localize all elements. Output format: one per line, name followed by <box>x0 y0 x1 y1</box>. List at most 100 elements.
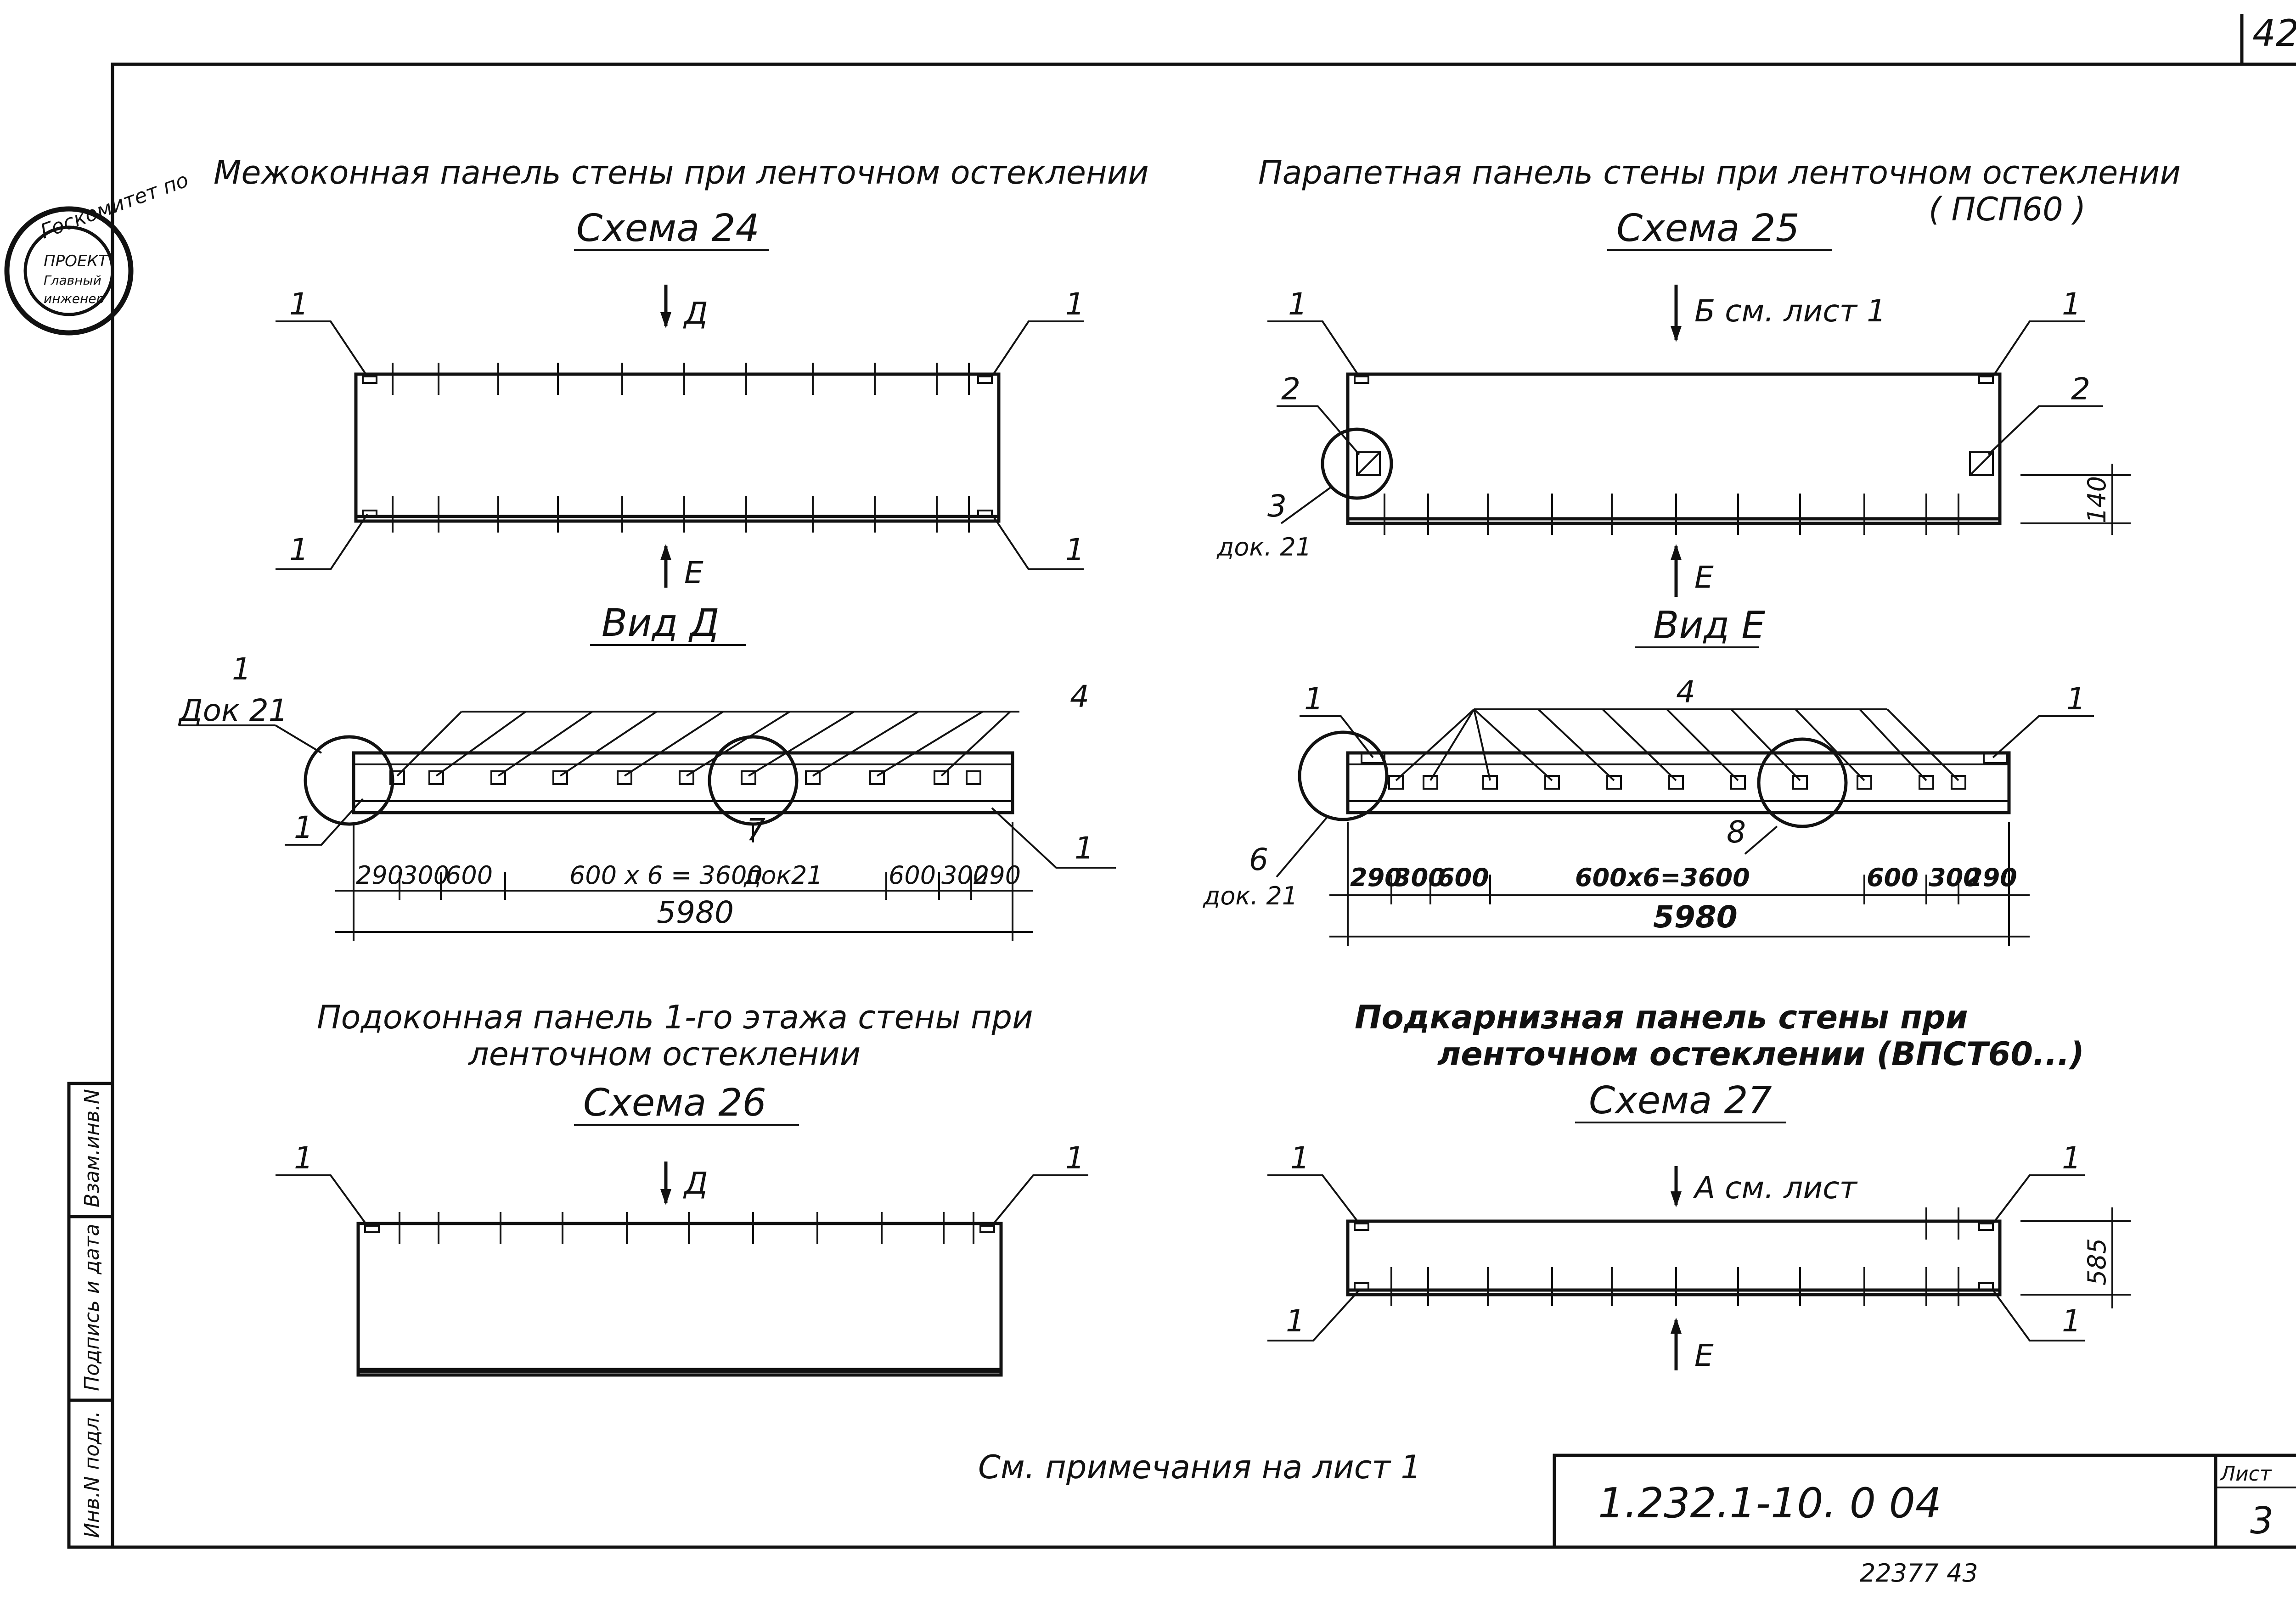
callout-26-tl: 1 <box>294 1140 313 1176</box>
view-d: Вид Д <box>178 601 1116 941</box>
order-number: 22377 43 <box>1860 1559 1978 1588</box>
side-stamp-3: Инв.N подл. <box>80 1411 104 1538</box>
view-e-dimensions: 290 300 600 600x6=3600 600 300 290 5980 <box>1329 822 2030 946</box>
arrow-d-top-26: Д <box>660 1162 708 1205</box>
view-e-callout-6: 6 <box>1249 842 1268 877</box>
view-d-callout-7: 7 <box>746 812 765 847</box>
approval-stamp: Госкомитет по ПРОЕКТ Главный инженер <box>4 168 191 336</box>
view-e: Вид Е <box>1203 604 2094 946</box>
anchor-row-27 <box>1390 1267 1959 1306</box>
arrow-e-bottom-25: Е <box>1671 544 1714 597</box>
view-e-callout-1-left: 1 <box>1304 681 1323 717</box>
dim-585-label: 585 <box>2082 1238 2111 1285</box>
view-d-dim-6: 600 <box>889 861 936 890</box>
side-stamp-1: Взам.инв.N <box>80 1089 104 1207</box>
arrow-e-bottom-27: Е <box>1671 1318 1714 1373</box>
callout-24-br: 1 <box>1065 532 1085 567</box>
title-block-sheet-label: Лист <box>2219 1462 2272 1486</box>
view-d-callout-1-right: 1 <box>1075 831 1094 866</box>
arrow-d-top: Д <box>660 285 708 331</box>
scheme-27-title-2: ленточном остеклении (ВПСТ60...) <box>1437 1035 2084 1073</box>
stamp-text-3: Главный <box>44 273 101 288</box>
arrow-e-bottom-24: Е <box>660 544 703 590</box>
page-number: 42 <box>2252 12 2296 55</box>
view-d-ref-1: Док 21 <box>178 693 288 728</box>
callout-27-bl: 1 <box>1286 1303 1305 1339</box>
view-e-dim-4: 600x6=3600 <box>1575 863 1750 892</box>
view-e-dim-1: 290 <box>1350 863 1402 892</box>
view-d-dim-8: 290 <box>974 861 1021 890</box>
scheme-25-title-1: Парапетная панель стены при ленточном ос… <box>1258 154 2181 191</box>
side-stamp-2: Подпись и дата <box>80 1224 104 1391</box>
arrow-b-top: Б см. лист 1 <box>1671 285 1886 342</box>
title-block-code: 1.232.1-10. 0 04 <box>1598 1479 1941 1527</box>
arrow-a-label: А см. лист <box>1693 1170 1858 1206</box>
view-e-anchors <box>1388 775 1966 790</box>
callout-26-tr: 1 <box>1065 1140 1085 1176</box>
scheme-27-name: Схема 27 <box>1589 1079 1772 1122</box>
callout-27-br: 1 <box>2062 1303 2081 1339</box>
anchor-row-25 <box>1384 494 1959 535</box>
dim-140-label: 140 <box>2082 476 2111 523</box>
anchor-row-bottom <box>392 496 970 533</box>
scheme-25: Парапетная панель стены при ленточном ос… <box>1216 154 2181 597</box>
view-e-name: Вид Е <box>1653 604 1765 647</box>
callout-25-3: 3 <box>1267 488 1287 524</box>
view-e-total: 5980 <box>1653 899 1738 935</box>
sheet-frame: 42 <box>111 12 2296 1549</box>
view-d-total: 5980 <box>657 895 734 930</box>
notes-reference: См. примечания на лист 1 <box>978 1448 1421 1486</box>
callout-25-tr: 1 <box>2062 286 2081 322</box>
scheme-27: Подкарнизная панель стены при ленточном … <box>1267 999 2131 1373</box>
scheme-26-title-1: Подоконная панель 1-го этажа стены при <box>317 999 1033 1036</box>
view-e-callout-8: 8 <box>1727 814 1746 850</box>
view-d-dimensions: 290 300 600 600 x 6 = 3600 док21 600 300… <box>335 822 1033 941</box>
anchor-row-top <box>392 363 970 395</box>
view-e-dim-5: 600 <box>1867 863 1919 892</box>
view-e-callout-4: 4 <box>1676 674 1695 710</box>
view-d-dim-5: док21 <box>743 861 823 890</box>
callout-25-2-left: 2 <box>1281 371 1300 407</box>
view-d-dim-3: 600 <box>445 861 493 890</box>
scheme-25-title-2: ( ПСП60 ) <box>1929 191 2086 228</box>
scheme-26: Подоконная панель 1-го этажа стены при л… <box>276 999 1088 1377</box>
arrow-e-label-27: Е <box>1694 1338 1714 1373</box>
side-stamp: Взам.инв.N Подпись и дата Инв.N подл. <box>67 1082 114 1549</box>
arrow-e-label-24: Е <box>684 555 703 590</box>
title-block: 1.232.1-10. 0 04 Лист 3 22377 43 <box>1553 1453 2296 1588</box>
scheme-24-title: Межоконная панель стены при ленточном ос… <box>214 154 1149 191</box>
callout-24-bl: 1 <box>289 532 309 567</box>
arrow-d-label-26: Д <box>683 1166 708 1201</box>
callout-25-ref-3: док. 21 <box>1216 533 1311 561</box>
panel-25 <box>1346 372 2002 535</box>
view-e-dim-3: 600 <box>1437 863 1489 892</box>
callout-25-2-right: 2 <box>2071 371 2090 407</box>
arrow-b-label: Б см. лист 1 <box>1694 293 1886 329</box>
arrow-a-top: А см. лист <box>1671 1166 1858 1207</box>
view-e-leaders <box>1395 708 1959 781</box>
view-e-dim-2: 300 <box>1394 863 1446 892</box>
view-e-callout-1-right: 1 <box>2066 681 2086 717</box>
view-e-dim-6: 300 <box>1929 863 1981 892</box>
arrow-e-label-25: Е <box>1694 560 1714 595</box>
scheme-26-name: Схема 26 <box>583 1081 766 1125</box>
dim-585: 585 <box>2020 1207 2131 1308</box>
view-d-callout-1: 1 <box>232 651 251 687</box>
view-d-callout-1-low: 1 <box>294 810 313 845</box>
view-d-leaders <box>396 711 1019 777</box>
callout-24-tr: 1 <box>1065 286 1085 322</box>
callout-24-tl: 1 <box>289 286 309 322</box>
dim-140: 140 <box>2020 464 2131 535</box>
view-d-name: Вид Д <box>602 601 719 645</box>
scheme-24-name: Схема 24 <box>576 207 760 250</box>
panel-26 <box>356 1212 1003 1377</box>
view-d-dim-2: 300 <box>402 861 449 890</box>
scheme-26-title-2: ленточном остеклении <box>467 1035 861 1073</box>
stamp-text-4: инженер <box>44 291 104 306</box>
view-d-dim-1: 290 <box>356 861 403 890</box>
arrow-d-label: Д <box>683 296 708 331</box>
title-block-sheet-number: 3 <box>2250 1499 2273 1542</box>
view-e-dim-7: 290 <box>1965 863 2017 892</box>
panel-24 <box>354 363 1001 533</box>
